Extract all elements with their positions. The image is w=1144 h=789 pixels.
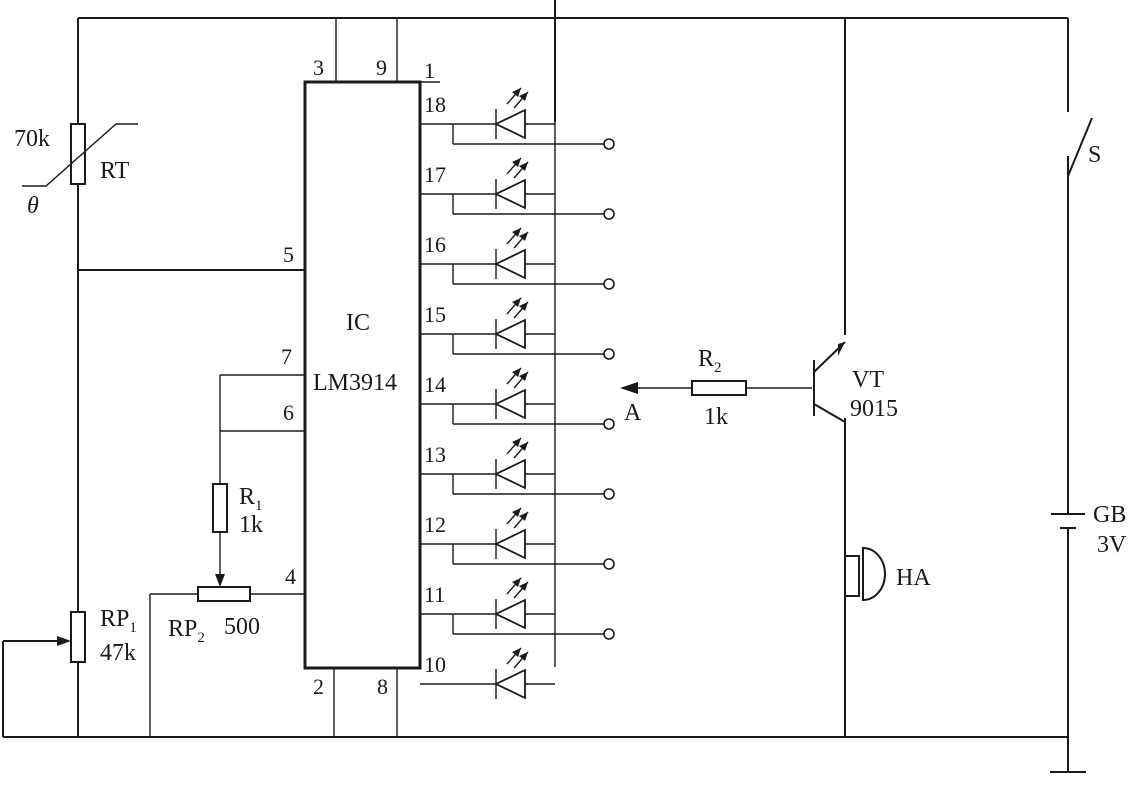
output-terminal: [603, 558, 615, 570]
thermistor-label: RT: [100, 158, 130, 184]
led-icon: [493, 388, 526, 420]
ic-pin-wires: [333, 18, 440, 737]
vt-part-number: 9015: [850, 396, 898, 422]
thermistor-value: 70k: [14, 126, 50, 152]
buzzer-label: HA: [896, 565, 931, 591]
resistor-r2: [691, 380, 747, 396]
transistor-vt: [813, 341, 846, 423]
output-terminal: [603, 138, 615, 150]
led-stage-15: [420, 297, 615, 360]
r2-value: 1k: [704, 404, 728, 430]
led-icon: [493, 108, 526, 140]
pin-8: 8: [377, 674, 388, 699]
output-terminal: [603, 488, 615, 500]
ic-label: IC: [346, 310, 370, 336]
led-stage-16: [420, 227, 615, 290]
pin-15: 15: [424, 302, 446, 327]
led-stage-12: [420, 507, 615, 570]
led-icon: [493, 528, 526, 560]
resistor-r1: [212, 483, 228, 533]
led-icon: [493, 178, 526, 210]
reference-network-wires: [149, 374, 305, 737]
rp1-label: RP1: [100, 606, 137, 636]
node-a-label: A: [624, 400, 642, 426]
output-terminal: [603, 348, 615, 360]
potentiometer-rp1: [57, 611, 86, 663]
ic-body: [303, 80, 422, 670]
pin-3: 3: [313, 55, 324, 80]
pin-6: 6: [283, 400, 294, 425]
switch-label: S: [1088, 142, 1101, 168]
pin-1: 1: [424, 58, 435, 83]
r1-value: 1k: [239, 512, 263, 538]
led-stage-17: [420, 157, 615, 220]
rp2-label: RP2: [168, 616, 205, 646]
led-stage-14: [420, 367, 615, 430]
pin-12: 12: [424, 512, 446, 537]
led-icon: [493, 318, 526, 350]
battery-label: GB: [1093, 502, 1126, 528]
led-icon: [493, 598, 526, 630]
led-stage-11: [420, 577, 615, 640]
theta-symbol: θ: [27, 193, 39, 219]
component-labels: 70k RT θ IC LM3914 R1 1k RP1 47k RP2 500…: [14, 126, 1127, 666]
pin-18: 18: [424, 92, 446, 117]
pin-10: 10: [424, 652, 446, 677]
pin-16: 16: [424, 232, 446, 257]
output-terminal: [603, 418, 615, 430]
ic-output-pin-numbers: 18 17 16 15 14 13 12 11 10: [424, 92, 446, 677]
pin-14: 14: [424, 372, 446, 397]
output-terminal: [603, 628, 615, 640]
output-terminal: [603, 278, 615, 290]
pin-5: 5: [283, 242, 294, 267]
led-stage-10: [420, 647, 555, 700]
left-branch-wires: [2, 18, 305, 737]
r2-label: R2: [698, 346, 722, 376]
thermistor-rt: [22, 123, 138, 187]
rp2-value: 500: [224, 614, 260, 640]
switch-s: [1067, 92, 1093, 177]
led-icon: [493, 458, 526, 490]
ic-part-number: LM3914: [313, 370, 397, 396]
buzzer-ha: [844, 546, 886, 602]
rail-wires: [3, 0, 1086, 773]
led-stage-18: [420, 87, 615, 150]
led-array: [420, 87, 615, 700]
potentiometer-rp2: [197, 574, 251, 602]
pin-4: 4: [285, 564, 296, 589]
pin-2: 2: [313, 674, 324, 699]
node-a-arrow: [620, 382, 638, 394]
pin-13: 13: [424, 442, 446, 467]
ic-pin-numbers: 3 9 1 5 7 6 4 2 8: [281, 55, 435, 699]
pin-9: 9: [376, 55, 387, 80]
led-icon: [493, 668, 526, 700]
led-icon: [493, 248, 526, 280]
r1-label: R1: [239, 484, 263, 514]
output-terminal: [603, 208, 615, 220]
pin-11: 11: [424, 582, 445, 607]
led-stage-13: [420, 437, 615, 500]
battery-value: 3V: [1097, 532, 1127, 558]
pin-17: 17: [424, 162, 446, 187]
output-wires: [624, 18, 1069, 737]
pin-7: 7: [281, 344, 292, 369]
battery-gb: [1051, 513, 1085, 529]
rp1-value: 47k: [100, 640, 136, 666]
vt-label: VT: [852, 367, 884, 393]
